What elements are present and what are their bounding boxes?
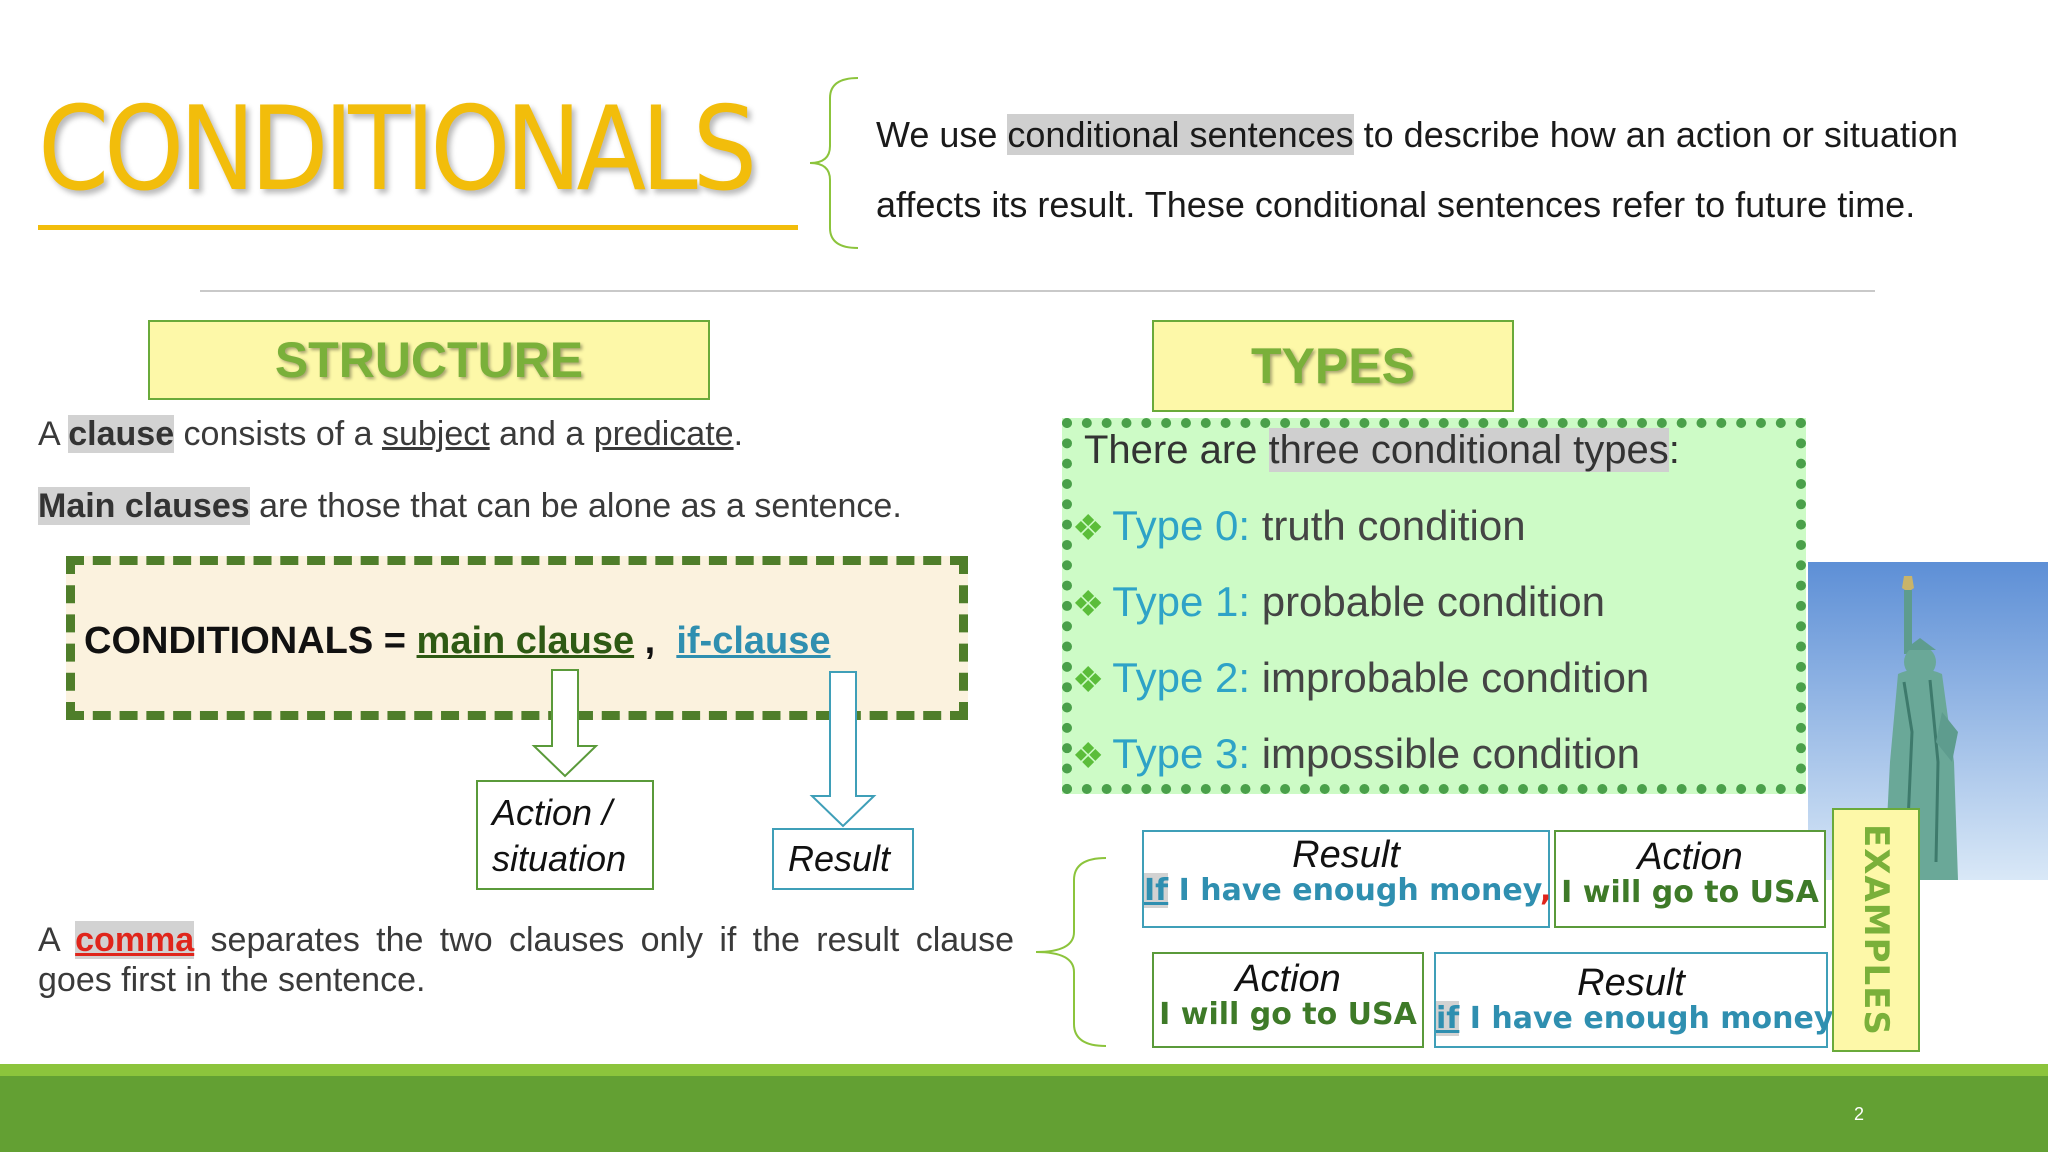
examples-tag-box (1832, 808, 1920, 1052)
type-item: ❖Type 0: truth condition (1072, 502, 1526, 549)
example-result-if-clause: Result if I have enough money (1434, 952, 1833, 1048)
result-label: Result (772, 828, 914, 890)
comma-mark: , (1539, 873, 1552, 908)
main-clause-definition: Main clauses are those that can be alone… (38, 487, 902, 525)
main-clause-term: main clause (416, 620, 635, 662)
title-underline (38, 225, 798, 230)
structure-heading: STRUCTURE (148, 320, 710, 400)
type-item: ❖Type 2: improbable condition (1072, 654, 1650, 701)
comma-term: comma (75, 921, 195, 959)
intro-brace (809, 77, 859, 249)
type-item: ❖Type 3: impossible condition (1072, 730, 1640, 777)
footer-stripe (0, 1064, 2048, 1076)
slide-number: 2 (1854, 1104, 1865, 1124)
action-situation-label: Action /situation (476, 780, 654, 890)
comma-rule-text: A comma separates the two clauses only i… (38, 921, 1014, 999)
types-intro: There are three conditional types: (1084, 428, 1680, 472)
example-action-main-clause: Action I will go to USA (1152, 952, 1424, 1048)
divider (200, 290, 1875, 292)
down-arrow-icon (809, 671, 877, 828)
type-item: ❖Type 1: probable condition (1072, 578, 1605, 625)
intro-highlight: conditional sentences (1007, 114, 1354, 155)
if-clause-term: if-clause (676, 620, 831, 662)
types-panel (1062, 418, 1806, 794)
examples-tag: EXAMPLES (1856, 824, 1896, 1036)
diamond-bullet-icon: ❖ (1072, 735, 1105, 776)
footer-bar (0, 1076, 2048, 1152)
diamond-bullet-icon: ❖ (1072, 507, 1105, 548)
clause-definition: A clause consists of a subject and a pre… (38, 415, 744, 453)
slide-title: CONDITIONALS (38, 82, 757, 217)
example-result-if-clause: Result If I have enough money, (1142, 830, 1552, 928)
formula-box (66, 556, 968, 720)
diamond-bullet-icon: ❖ (1072, 659, 1105, 700)
examples-brace (1035, 857, 1107, 1047)
types-heading: TYPES (1152, 320, 1514, 412)
diamond-bullet-icon: ❖ (1072, 583, 1105, 624)
intro-text: We use conditional sentences to describe… (876, 114, 1959, 225)
down-arrow-icon (531, 669, 599, 778)
formula-text: CONDITIONALS = main clause , if-clause (84, 620, 831, 662)
example-action-main-clause: Action I will go to USA (1554, 830, 1826, 928)
